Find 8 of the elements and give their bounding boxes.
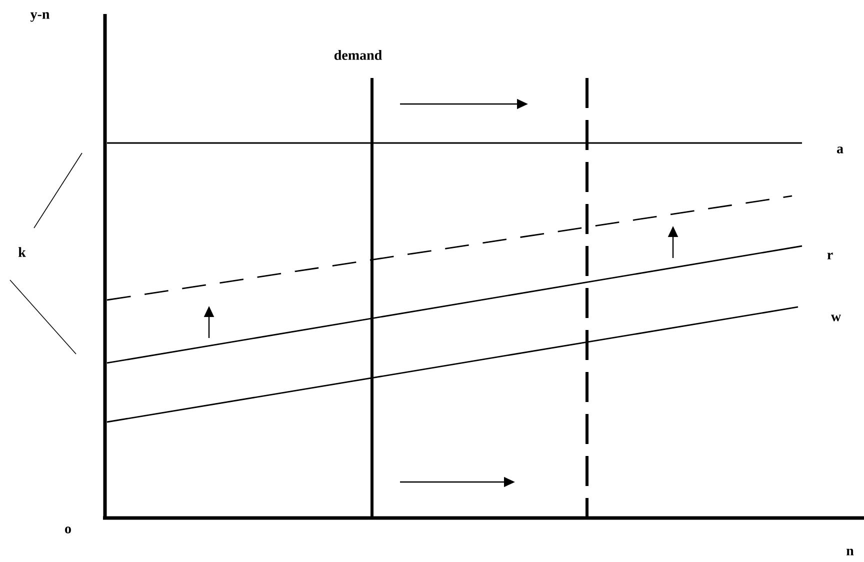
axis-label: n [846,548,854,556]
axis-label: y-n [30,12,50,22]
origin-label: o [65,526,71,534]
curve-label: demand [334,50,382,60]
curve-label: a [836,146,844,154]
curve-label: w [831,314,841,322]
curve-label: r [827,252,833,260]
curve-label: k [18,247,26,257]
